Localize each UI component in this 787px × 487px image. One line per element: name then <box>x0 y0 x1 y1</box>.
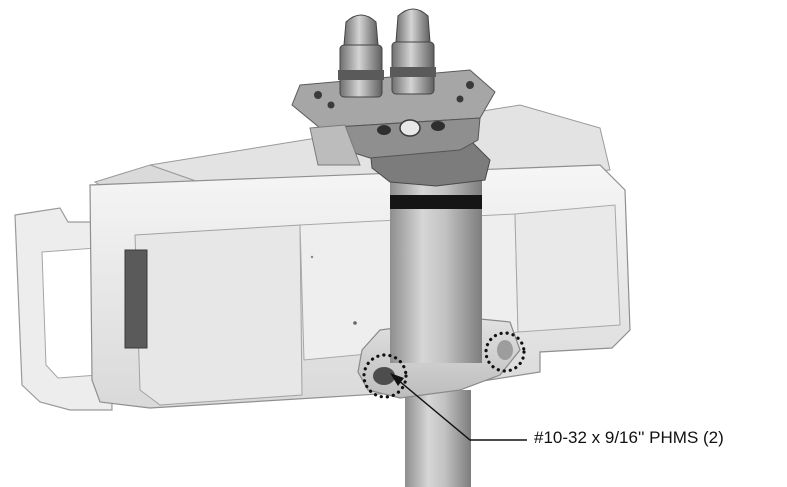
carry-handle <box>14 207 113 411</box>
pole-lower <box>405 390 471 487</box>
pole-upper <box>390 156 482 363</box>
connector-right <box>390 8 436 95</box>
screw-highlight-right <box>484 331 526 373</box>
screw-callout-label: #10-32 x 9/16'' PHMS (2) <box>534 428 724 447</box>
connector-left <box>338 14 384 98</box>
callout-leader-arrow <box>390 373 527 441</box>
screw-highlight-left <box>362 353 408 399</box>
